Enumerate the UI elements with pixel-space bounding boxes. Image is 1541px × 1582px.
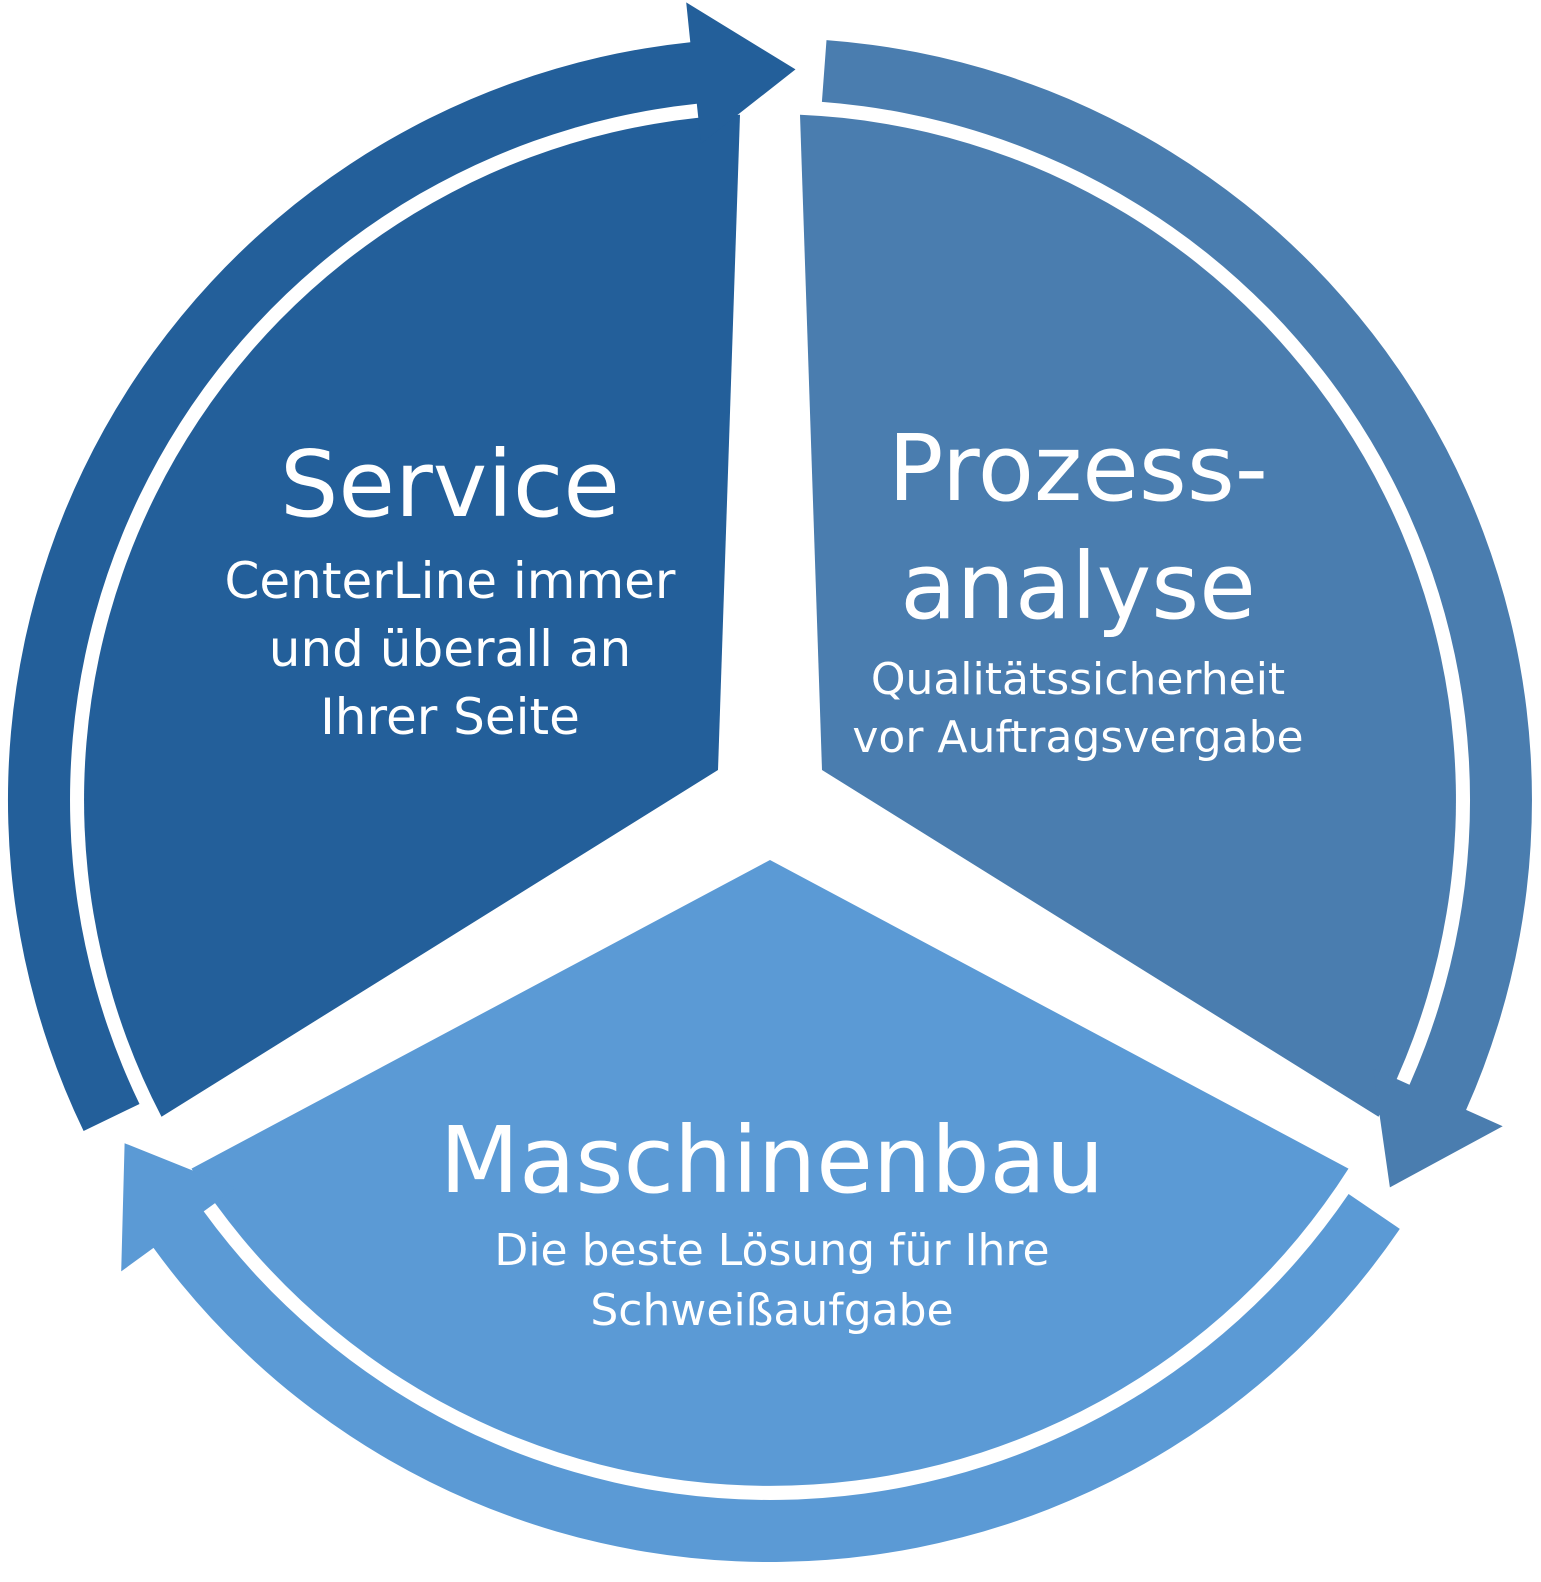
segment-subtitle-line: und überall an — [269, 620, 631, 678]
segment-subtitle-line: Die beste Lösung für Ihre — [494, 1225, 1049, 1276]
segment-subtitle-line: Ihrer Seite — [320, 688, 580, 746]
segment-subtitle-line: vor Auftragsvergabe — [852, 712, 1303, 763]
segment-title-line: analyse — [900, 533, 1256, 640]
cycle-arrow-icon — [821, 40, 1532, 1188]
segment-label-prozessanalyse: Prozess- analyse Qualitätssicherheit vor… — [852, 415, 1303, 763]
segment-maschinenbau — [121, 860, 1400, 1563]
segment-title-line: Prozess- — [888, 415, 1268, 522]
segment-title-maschinenbau: Maschinenbau — [440, 1107, 1104, 1214]
segment-title-service: Service — [280, 431, 620, 538]
segment-subtitle-line: Schweißaufgabe — [590, 1285, 953, 1336]
segment-wedge — [191, 860, 1349, 1486]
segment-prozessanalyse — [800, 40, 1532, 1188]
cycle-arrow-icon — [7, 2, 796, 1131]
cycle-arrow-icon — [121, 1143, 1400, 1563]
segment-wedge — [84, 114, 741, 1117]
segment-service — [7, 2, 796, 1131]
segment-wedge — [800, 114, 1456, 1117]
segment-label-service: Service CenterLine immer und überall an … — [224, 431, 675, 746]
segment-subtitle-line: Qualitätssicherheit — [871, 654, 1285, 705]
segment-subtitle-line: CenterLine immer — [224, 552, 675, 610]
segment-label-maschinenbau: Maschinenbau Die beste Lösung für Ihre S… — [440, 1107, 1104, 1336]
